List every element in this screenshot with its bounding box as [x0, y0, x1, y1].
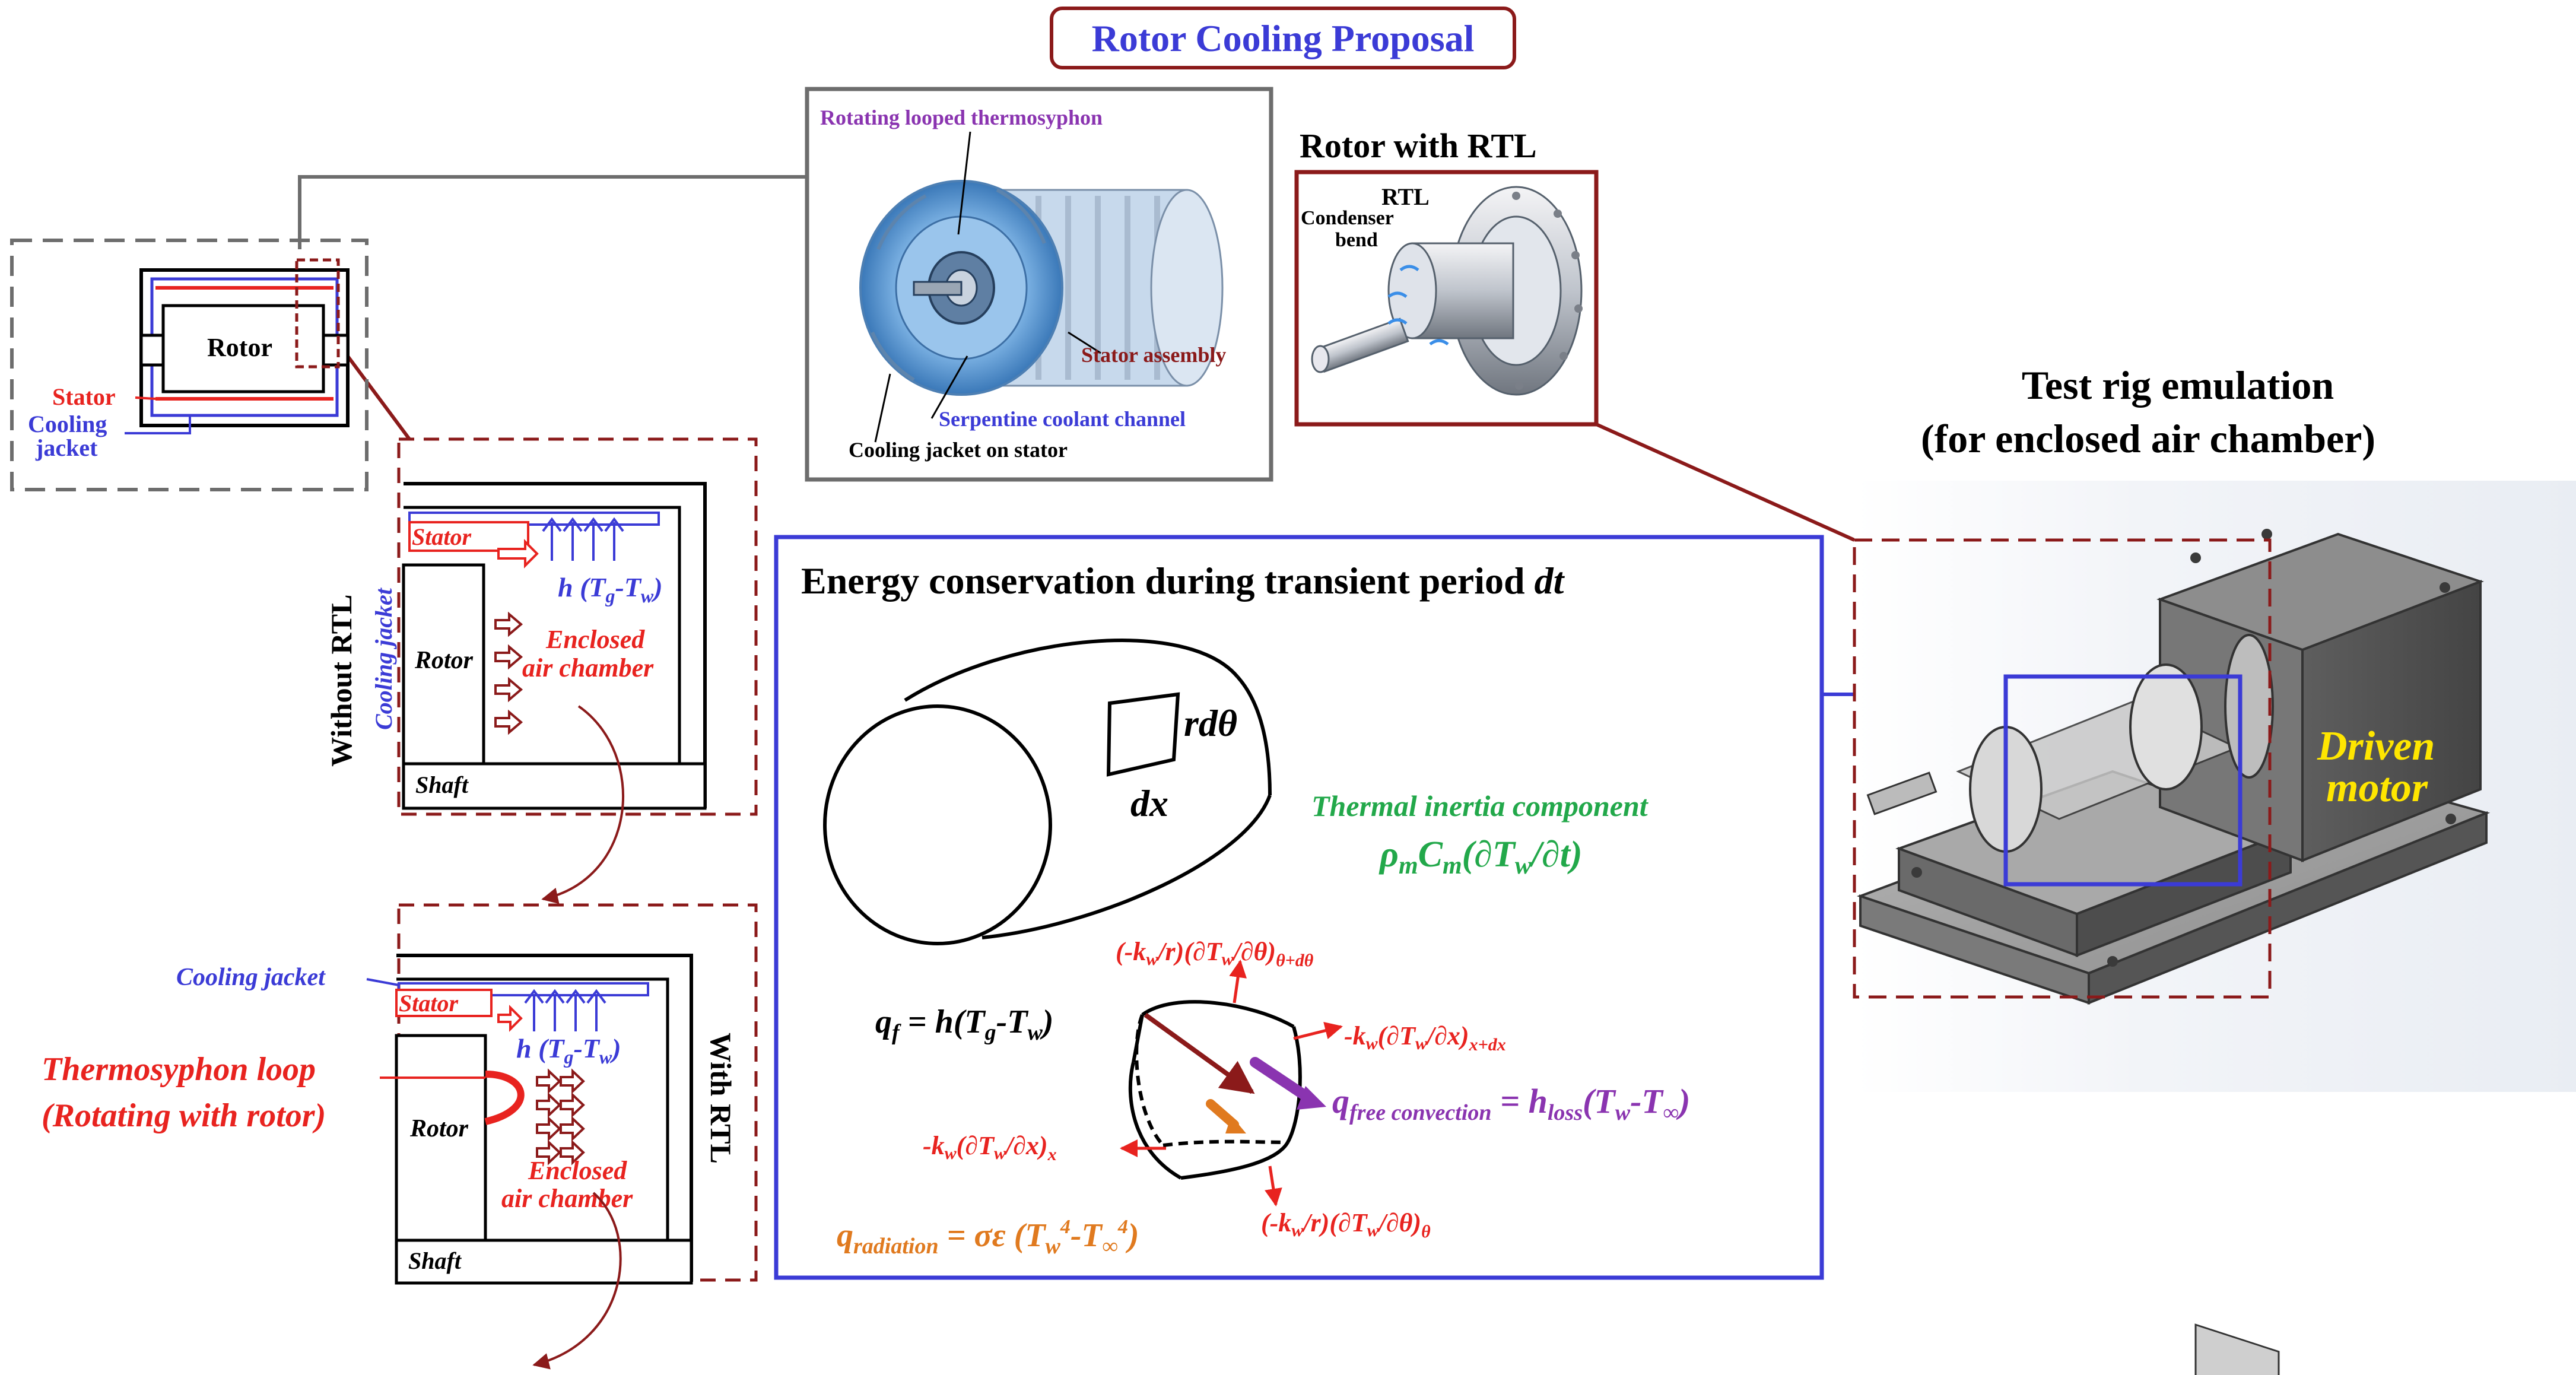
- rho-expr: ρmCm(∂Tw/∂t): [1378, 834, 1583, 879]
- rotor-rtl-figure: Rotor with RTL RTL Condenser bend: [1294, 126, 1599, 427]
- without-rtl-shaft: [402, 762, 707, 810]
- with-rtl-convection-arrows: [536, 1068, 585, 1166]
- test-rig-heading-1: Test rig emulation: [2022, 363, 2334, 408]
- without-rtl-rotor: [402, 563, 485, 766]
- test-rig-illustration: [1857, 529, 2491, 1375]
- test-rig-blue-frame: [2003, 674, 2243, 887]
- energy-heading-dt: dt: [1535, 560, 1565, 602]
- with-rtl-enclosed-1: Enclosed: [528, 1156, 627, 1185]
- schematic-cooling-label-2: jacket: [35, 434, 98, 461]
- flux-bottom: (-kw/r)(∂Tw/∂θ)θ: [1261, 1208, 1431, 1241]
- thermosyphon-label-stator: Stator assembly: [1081, 343, 1226, 367]
- thermosyphon-label-jacket: Cooling jacket on stator: [849, 438, 1068, 462]
- with-rtl-enclosed-2: air chamber: [501, 1184, 633, 1213]
- without-rtl-frame: [397, 437, 758, 816]
- with-rtl-side-label: With RTL: [704, 1033, 738, 1164]
- with-rtl-rotor-label: Rotor: [409, 1115, 469, 1142]
- with-rtl-cooling-jacket: Cooling jacket: [176, 964, 326, 991]
- without-rtl-heat-arrows: [542, 517, 624, 561]
- free-convection-arrow: [1250, 1057, 1314, 1103]
- thermosyphon-label-serpentine: Serpentine coolant channel: [939, 407, 1186, 431]
- rotor-rtl-heading: Rotor with RTL: [1300, 126, 1537, 165]
- with-rtl-thermosyphon-1: Thermosyphon loop: [42, 1051, 316, 1088]
- rd-theta-label: rdθ: [1184, 702, 1237, 744]
- without-rtl-h-expr: h (Tg-Tw): [558, 572, 663, 606]
- with-rtl-shaft: [395, 1239, 693, 1285]
- thermosyphon-label-top: Rotating looped thermosyphon: [820, 106, 1103, 129]
- schematic-cooling-label-1: Cooling: [28, 411, 107, 437]
- with-rtl-flow-curve: [532, 1192, 622, 1370]
- flux-left: -kw(∂Tw/∂x)x: [923, 1131, 1057, 1164]
- energy-heading-main: Energy conservation during transient per…: [801, 560, 1525, 602]
- with-rtl-heat-arrows: [524, 989, 606, 1031]
- with-rtl-shaft-label: Shaft: [408, 1247, 462, 1274]
- without-rtl-flow-curve: [541, 705, 625, 904]
- without-rtl-cooling-jacket: Cooling jacket: [370, 587, 397, 730]
- without-rtl-side-label: Without RTL: [325, 595, 358, 767]
- without-rtl-shaft-label: Shaft: [415, 771, 469, 798]
- motor-schematic: Rotor Stator Cooling jacket: [10, 239, 369, 491]
- rotor-rtl-illustration: [1311, 186, 1583, 396]
- test-rig-heading-2: (for enclosed air chamber): [1921, 416, 2375, 461]
- without-rtl-panel: Stator Rotor Shaft Without RTL Cooling j…: [325, 437, 758, 904]
- title-box: [1050, 7, 1516, 69]
- rotor-rtl-label-rtl: RTL: [1381, 183, 1430, 210]
- test-rig-driven-1: Driven: [2317, 723, 2435, 769]
- schematic-rotor-label: Rotor: [207, 333, 272, 362]
- test-rig-figure: Test rig emulation (for enclosed air cha…: [1853, 363, 2576, 1375]
- without-rtl-stator: Stator: [412, 523, 471, 550]
- without-rtl-convection-arrows: [494, 611, 523, 735]
- qf-arrow: [1144, 1012, 1255, 1094]
- qf-expr: qf = h(Tg-Tw): [875, 1004, 1053, 1045]
- with-rtl-thermosyphon-2: (Rotating with rotor): [42, 1097, 326, 1134]
- thermal-inertia-label: Thermal inertia component: [1311, 789, 1649, 823]
- thermosyphon-loop-shape: [484, 1071, 525, 1125]
- schematic-frame: [10, 239, 369, 491]
- with-rtl-h-expr: h (Tg-Tw): [516, 1033, 621, 1068]
- schematic-stator-label: Stator: [52, 383, 116, 410]
- dx-label: dx: [1130, 782, 1168, 824]
- radiation-expr: qradiation = σε (Tw4-T∞4): [837, 1216, 1139, 1259]
- with-rtl-stator: Stator: [399, 990, 458, 1017]
- test-rig-red-frame: [1853, 538, 2272, 999]
- without-rtl-enclosed-2: air chamber: [522, 653, 654, 682]
- test-rig-driven-2: motor: [2326, 765, 2428, 811]
- rotor-rtl-label-condenser-1: Condenser: [1301, 207, 1394, 229]
- title-group: Rotor Cooling Proposal: [1050, 7, 1516, 69]
- thermosyphon-illustration: [859, 180, 1224, 396]
- thermosyphon-figure: Rotating looped thermosyphon Stator asse…: [805, 87, 1273, 482]
- rotor-rtl-label-condenser-2: bend: [1335, 229, 1378, 251]
- with-rtl-panel: Cooling jacket Stator Rotor Shaft With R…: [42, 903, 758, 1370]
- energy-heading: Energy conservation during transient per…: [801, 560, 1565, 602]
- without-rtl-enclosed-1: Enclosed: [545, 625, 645, 654]
- without-rtl-rotor-label: Rotor: [414, 647, 474, 674]
- cylinder-drawing: [823, 639, 1272, 945]
- title-text: Rotor Cooling Proposal: [1092, 17, 1475, 59]
- energy-panel: Energy conservation during transient per…: [774, 535, 1824, 1280]
